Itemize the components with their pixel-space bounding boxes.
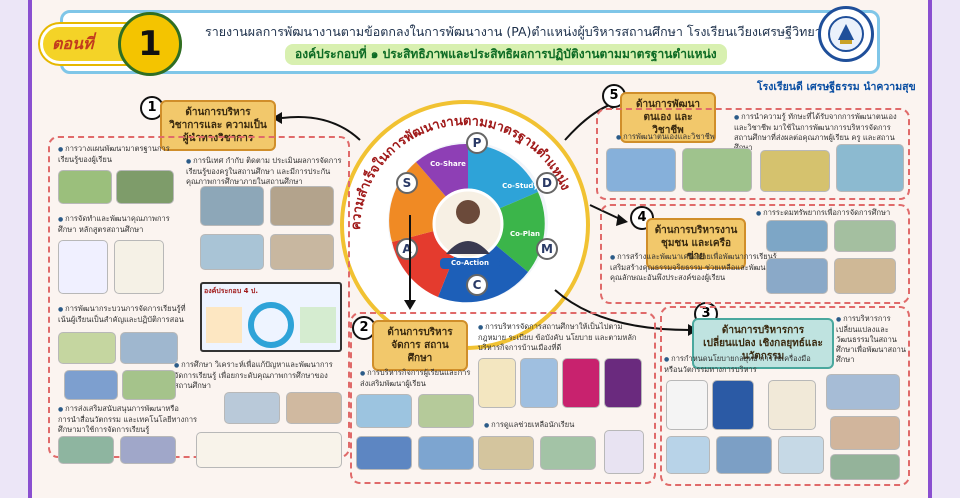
photo <box>606 148 676 192</box>
photo <box>766 258 828 294</box>
section-5-panel <box>596 108 910 200</box>
photo <box>418 394 474 428</box>
section-4-panel <box>600 204 910 304</box>
letter-a: A <box>396 238 418 260</box>
letter-p: P <box>466 132 488 154</box>
photo <box>64 370 118 400</box>
co-plan-text: Co-Plan <box>509 230 541 238</box>
co-study-text: Co-Study <box>502 182 538 190</box>
section-4-item-2: การสร้างและพัฒนาเครือข่ายเพื่อพัฒนาการเร… <box>610 252 792 283</box>
section-1-item-6: การส่งเสริมสนับสนุนการพัฒนาหรือการนำสื่อ… <box>58 404 198 435</box>
photo <box>224 392 280 424</box>
document-photo <box>604 430 644 474</box>
section-1-heading: ด้านการบริหารวิชาการและ ความเป็นผู้นำทาง… <box>160 100 276 151</box>
document-photo <box>114 240 164 294</box>
inset-chart-icon <box>206 302 336 348</box>
letter-m: M <box>536 238 558 260</box>
photo <box>716 436 772 474</box>
school-slogan: โรงเรียนดี เศรษฐีธรรม นำความสุข <box>757 81 916 93</box>
photo <box>834 258 896 294</box>
co-action-label: Co-Action <box>440 258 500 269</box>
co-action-text: Co-Action <box>451 259 489 267</box>
photo <box>356 394 412 428</box>
photo <box>836 144 904 192</box>
photo <box>830 454 900 480</box>
photo <box>120 332 178 364</box>
section-4-item-1: การระดมทรัพยากรเพื่อการจัดการศึกษา <box>756 208 906 219</box>
photo <box>830 416 900 450</box>
section-2-panel <box>350 312 656 484</box>
photo <box>58 170 112 204</box>
co-plan-label: Co-Plan <box>500 230 550 239</box>
section-1-item-4: การพัฒนากระบวนการจัดการเรียนรู้ที่เน้นผู… <box>58 304 194 325</box>
document-photo <box>712 380 754 430</box>
section-3-panel <box>660 306 910 486</box>
document-photo <box>196 432 342 468</box>
photo <box>766 220 828 252</box>
document-photo <box>58 240 108 294</box>
section-1-item-5: การศึกษา วิเคราะห์เพื่อแก้ปัญหาและพัฒนาก… <box>174 360 344 391</box>
document-photo <box>520 358 558 408</box>
section-5-item-2: การนำความรู้ ทักษะที่ได้รับจากการพัฒนาตน… <box>734 112 906 153</box>
photo <box>478 436 534 470</box>
photo <box>286 392 342 424</box>
section-2-item-3: การดูแลช่วยเหลือนักเรียน <box>484 420 624 431</box>
photo <box>760 150 830 192</box>
photo <box>418 436 474 470</box>
photo <box>540 436 596 470</box>
section-1-item-1: การวางแผนพัฒนามาตรฐานการเรียนรู้ของผู้เร… <box>58 144 178 165</box>
photo <box>200 234 264 270</box>
page-title: รายงานผลการพัฒนางานตามข้อตกลงในการพัฒนาง… <box>205 24 822 39</box>
photo <box>834 220 896 252</box>
letter-c: C <box>466 274 488 296</box>
document-photo <box>562 358 600 408</box>
photo <box>356 436 412 470</box>
photo <box>58 332 116 364</box>
episode-number: 1 <box>118 12 182 76</box>
inset-title: องค์ประกอบ 4 ป. <box>204 287 259 295</box>
photo <box>122 370 176 400</box>
section-2-item-2: การบริหารกิจการผู้เรียนและการส่งเสริมพัฒ… <box>360 368 476 389</box>
document-photo <box>768 380 816 430</box>
page-subtitle: องค์ประกอบที่ ๑ ประสิทธิภาพและประสิทธิผล… <box>285 44 727 65</box>
section-2-number: 2 <box>352 316 376 340</box>
photo <box>58 436 114 464</box>
document-photo <box>604 358 642 408</box>
document-photo <box>478 358 516 408</box>
co-share-text: Co-Share <box>430 160 466 168</box>
section-1-item-3: การจัดทำและพัฒนาคุณภาพการศึกษา หลักสูตรส… <box>58 214 178 235</box>
photo <box>270 186 334 226</box>
letter-s: S <box>396 172 418 194</box>
photo <box>666 436 710 474</box>
photo <box>826 374 900 410</box>
school-logo <box>818 6 874 62</box>
co-study-label: Co-Study <box>492 182 548 191</box>
school-emblem-icon <box>828 16 864 52</box>
photo <box>270 234 334 270</box>
letter-d: D <box>536 172 558 194</box>
photo <box>200 186 264 226</box>
section-3-item-2: การบริหารการเปลี่ยนแปลงและวัฒนธรรมในสถาน… <box>836 314 906 365</box>
section-1-item-2: การนิเทศ กำกับ ติดตาม ประเมินผลการจัดการ… <box>186 156 344 187</box>
photo <box>682 148 752 192</box>
photo <box>116 170 174 204</box>
photo <box>778 436 824 474</box>
episode-label: ตอนที่ <box>52 34 94 53</box>
section-5-item-1: การพัฒนาตนเองและวิชาชีพ <box>616 132 736 143</box>
co-share-label: Co-Share <box>418 160 478 169</box>
document-photo <box>666 380 708 430</box>
section-3-item-1: การกำหนดนโยบายกลยุทธ์ การใช้เครื่องมือ ห… <box>664 354 824 375</box>
section-2-item-1: การบริหารจัดการสถานศึกษาให้เป็นไปตามกฎหม… <box>478 322 650 353</box>
photo <box>120 436 176 464</box>
inset-diagram: องค์ประกอบ 4 ป. <box>200 282 342 352</box>
